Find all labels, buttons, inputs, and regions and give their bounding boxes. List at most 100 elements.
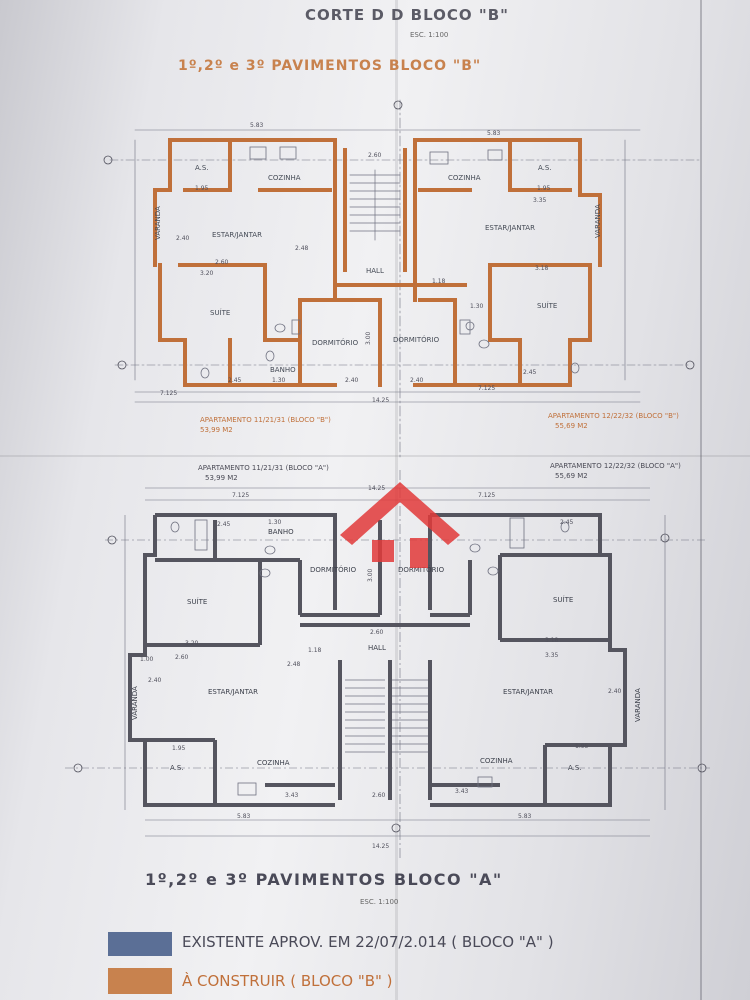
svg-text:1.18: 1.18	[432, 278, 446, 285]
svg-text:7.125: 7.125	[160, 390, 177, 397]
svg-text:2.48: 2.48	[295, 245, 309, 252]
svg-text:2.60: 2.60	[175, 654, 189, 661]
room-as-right: A.S.	[538, 164, 552, 172]
svg-text:3.20: 3.20	[200, 270, 214, 277]
block-b-apt-right-area: 55,69 M2	[555, 422, 588, 430]
svg-text:2.40: 2.40	[148, 677, 162, 684]
room-as-left: A.S.	[195, 164, 209, 172]
legend-existing-label: EXISTENTE APROV. EM 22/07/2.014 ( BLOCO …	[182, 933, 554, 951]
svg-text:3.43: 3.43	[455, 788, 469, 795]
room-a-dorm-right: DORMITÓRIO	[398, 565, 445, 574]
room-dorm-left: DORMITÓRIO	[312, 338, 359, 347]
room-banho-left: BANHO	[270, 366, 296, 374]
svg-text:3.20: 3.20	[185, 640, 199, 647]
svg-text:5.83: 5.83	[250, 122, 264, 129]
block-b-heading: 1º,2º e 3º PAVIMENTOS BLOCO "B"	[178, 58, 482, 74]
block-a-heading: 1º,2º e 3º PAVIMENTOS BLOCO "A"	[145, 870, 503, 889]
block-b-room-labels: A.S. COZINHA VARANDA ESTAR/JANTAR SUÍTE …	[154, 164, 602, 374]
scale-top: ESC. 1:100	[410, 31, 449, 39]
svg-text:2.60: 2.60	[372, 792, 386, 799]
block-a-dimensions: 7.125 7.125 14.25 2.45 2.45 1.30 3.20 2.…	[140, 485, 622, 850]
svg-text:2.60: 2.60	[370, 629, 384, 636]
svg-text:1.95: 1.95	[537, 185, 551, 192]
room-a-hall: HALL	[368, 644, 386, 652]
block-a-apt-left-area: 53,99 M2	[205, 474, 238, 482]
room-a-banho-left: BANHO	[268, 528, 294, 536]
svg-text:14.25: 14.25	[372, 397, 389, 404]
svg-text:3.35: 3.35	[545, 652, 559, 659]
svg-text:3.00: 3.00	[367, 568, 374, 582]
block-b-dimensions: 5.83 5.83 2.60 1.95 1.95 2.40 2.60 3.20 …	[160, 122, 551, 404]
svg-text:1.95: 1.95	[172, 745, 186, 752]
room-hall-b: HALL	[366, 267, 384, 275]
block-a-plan	[65, 470, 710, 860]
block-a-apt-right-name: APARTAMENTO 12/22/32 (BLOCO "A")	[550, 462, 681, 470]
svg-text:2.45: 2.45	[228, 377, 242, 384]
svg-text:3.35: 3.35	[533, 197, 547, 204]
svg-text:5.83: 5.83	[237, 813, 251, 820]
svg-text:14.25: 14.25	[372, 843, 389, 850]
svg-text:14.25: 14.25	[368, 485, 385, 492]
svg-text:2.60: 2.60	[368, 152, 382, 159]
room-suite-left: SUÍTE	[210, 308, 230, 317]
room-cozinha-left: COZINHA	[268, 174, 301, 182]
svg-text:3.00: 3.00	[365, 331, 372, 345]
svg-text:7.125: 7.125	[478, 385, 495, 392]
legend-existing-swatch	[108, 932, 172, 956]
block-b-apt-left-area: 53,99 M2	[200, 426, 233, 434]
room-dorm-right: DORMITÓRIO	[393, 335, 440, 344]
neighbor-sheet-edge	[700, 0, 702, 1000]
room-varanda-left: VARANDA	[154, 206, 162, 240]
room-a-dorm-left: DORMITÓRIO	[310, 565, 357, 574]
room-estar-left: ESTAR/JANTAR	[212, 231, 262, 239]
svg-text:5.83: 5.83	[518, 813, 532, 820]
svg-text:2.40: 2.40	[176, 235, 190, 242]
legend-new-swatch	[108, 968, 172, 994]
room-a-estar-left: ESTAR/JANTAR	[208, 688, 258, 696]
svg-text:2.45: 2.45	[217, 521, 231, 528]
room-a-cozinha-left: COZINHA	[257, 759, 290, 767]
watermark-logo-icon	[340, 482, 460, 568]
svg-text:1.95: 1.95	[575, 743, 589, 750]
svg-text:3.18: 3.18	[535, 265, 549, 272]
room-estar-right: ESTAR/JANTAR	[485, 224, 535, 232]
svg-text:1.30: 1.30	[272, 377, 286, 384]
grid-markers	[73, 100, 707, 833]
svg-text:7.125: 7.125	[232, 492, 249, 499]
svg-text:1.30: 1.30	[268, 519, 282, 526]
svg-text:1.95: 1.95	[195, 185, 209, 192]
svg-text:2.40: 2.40	[410, 377, 424, 384]
page-title: CORTE D D BLOCO "B"	[305, 6, 509, 24]
block-a-apt-right-area: 55,69 M2	[555, 472, 588, 480]
room-cozinha-right: COZINHA	[448, 174, 481, 182]
room-a-suite-right: SUÍTE	[553, 595, 573, 604]
room-varanda-right: VARANDA	[594, 204, 602, 238]
room-a-cozinha-right: COZINHA	[480, 757, 513, 765]
svg-text:1.00: 1.00	[140, 656, 154, 663]
svg-text:1.18: 1.18	[308, 647, 322, 654]
svg-text:5.83: 5.83	[487, 130, 501, 137]
svg-text:2.45: 2.45	[523, 369, 537, 376]
svg-text:2.60: 2.60	[215, 259, 229, 266]
svg-text:1.30: 1.30	[470, 303, 484, 310]
svg-text:3.43: 3.43	[285, 792, 299, 799]
room-a-varanda-right: VARANDA	[634, 688, 642, 722]
room-a-estar-right: ESTAR/JANTAR	[503, 688, 553, 696]
block-b-apt-left-name: APARTAMENTO 11/21/31 (BLOCO "B")	[200, 416, 331, 424]
svg-text:2.40: 2.40	[345, 377, 359, 384]
block-a-scale: ESC. 1:100	[360, 898, 399, 906]
paper-fold-horizontal	[0, 455, 750, 457]
svg-text:3.18: 3.18	[545, 637, 559, 644]
svg-text:2.40: 2.40	[608, 688, 622, 695]
block-b-plan	[109, 99, 701, 461]
room-suite-right: SUÍTE	[537, 301, 557, 310]
room-a-suite-left: SUÍTE	[187, 597, 207, 606]
legend-new-label: À CONSTRUIR ( BLOCO "B" )	[182, 972, 393, 990]
room-a-as-right: A.S.	[568, 764, 582, 772]
block-b-apt-right-name: APARTAMENTO 12/22/32 (BLOCO "B")	[548, 412, 679, 420]
svg-text:7.125: 7.125	[478, 492, 495, 499]
block-a-room-labels: BANHO DORMITÓRIO SUÍTE HALL VARANDA ESTA…	[131, 528, 642, 772]
room-a-as-left: A.S.	[170, 764, 184, 772]
block-a-apt-left-name: APARTAMENTO 11/21/31 (BLOCO "A")	[198, 464, 329, 472]
